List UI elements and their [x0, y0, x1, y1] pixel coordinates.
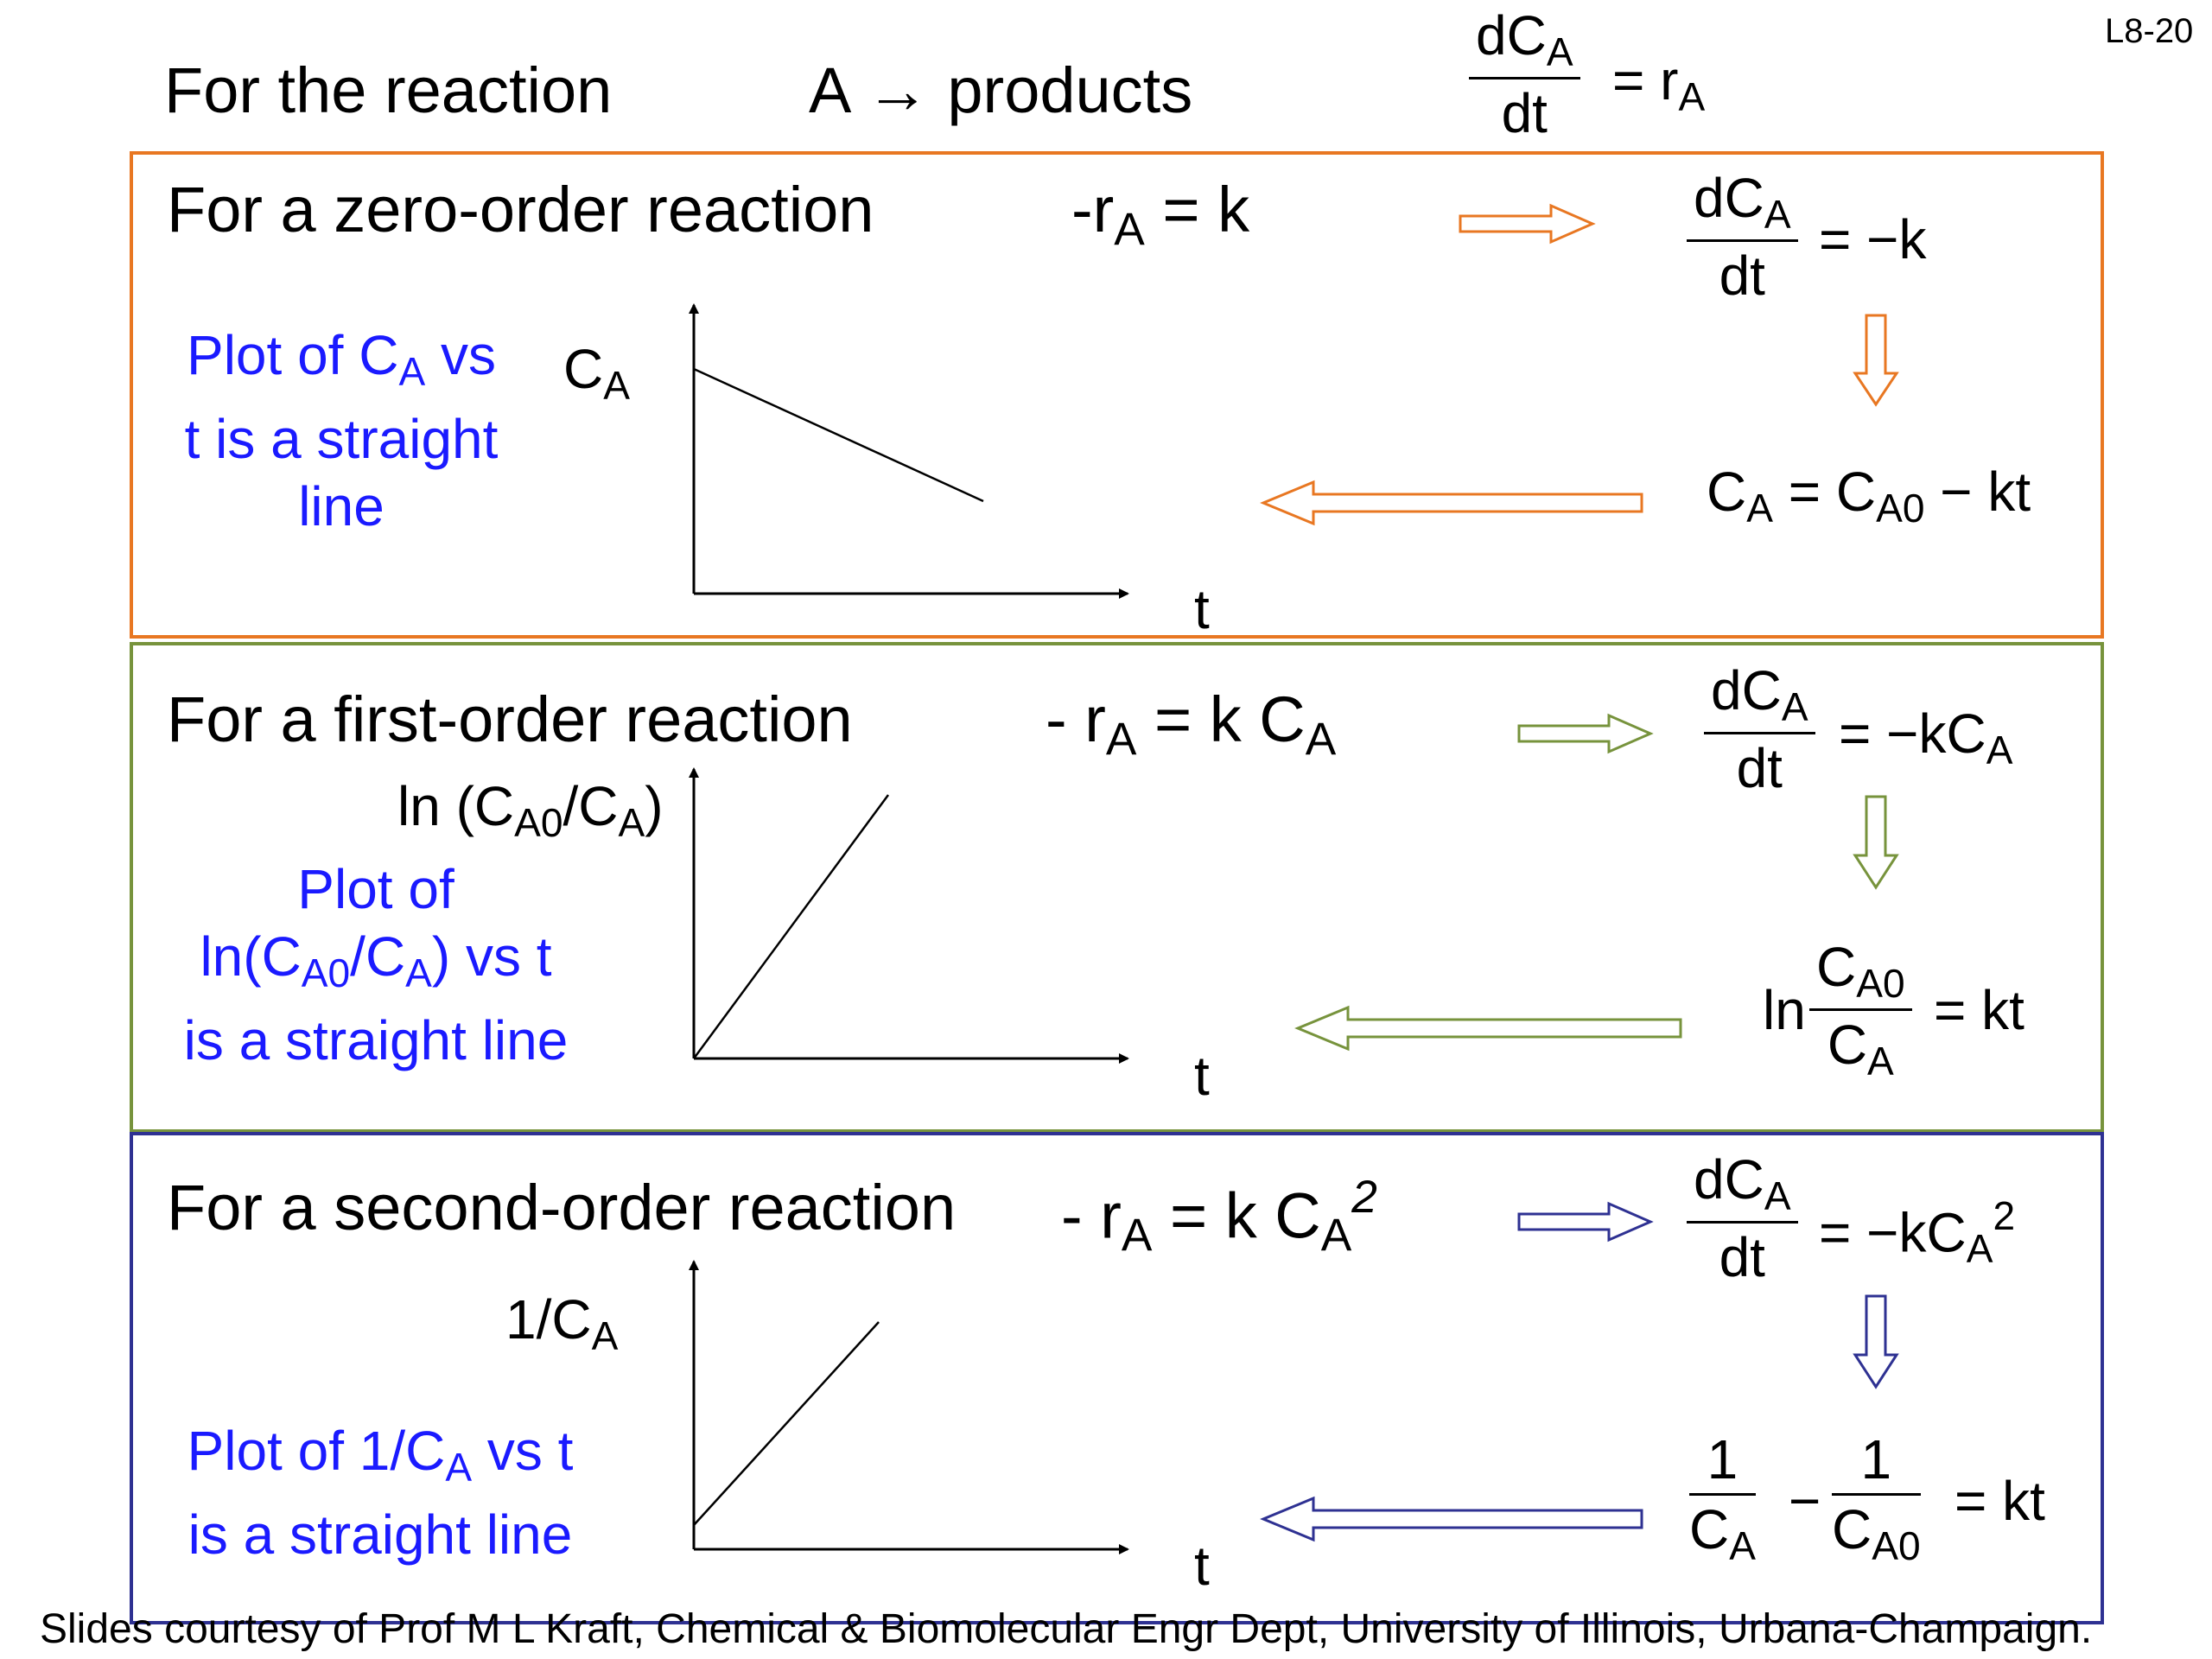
- zero-order-derivative-rhs: = −k: [1819, 208, 1927, 270]
- zero-order-rate-law: -rA = k: [1071, 174, 1250, 255]
- zero-order-integrated-law: CA = CA0 − kt: [1707, 461, 2031, 531]
- second-order-arrow-left-icon: [1260, 1496, 1643, 1542]
- zero-order-arrow-right-icon: [1459, 203, 1596, 245]
- footer-credit: Slides courtesy of Prof M L Kraft, Chemi…: [40, 1606, 2093, 1652]
- second-order-x-axis-label: t: [1194, 1535, 1210, 1597]
- second-order-fraction-1-over-ca: 1 CA: [1689, 1428, 1756, 1568]
- second-order-title: For a second-order reaction: [167, 1172, 957, 1243]
- second-order-arrow-down-icon: [1853, 1294, 1899, 1389]
- zero-order-title: For a zero-order reaction: [167, 174, 874, 245]
- header-reaction: A → products: [809, 54, 1192, 127]
- second-order-data-line: [693, 1321, 880, 1526]
- first-order-title: For a first-order reaction: [167, 683, 853, 755]
- second-order-panel: [130, 1132, 2104, 1624]
- first-order-plot: [689, 767, 1129, 1064]
- second-order-rate-law: - rA = k CA2: [1061, 1172, 1377, 1262]
- second-order-minus: −: [1789, 1470, 1821, 1532]
- zero-order-plot: [689, 303, 1129, 599]
- first-order-derivative: dCA dt: [1704, 658, 1815, 800]
- header-lead: For the reaction: [164, 54, 613, 126]
- zero-order-derivative: dCA dt: [1687, 166, 1798, 308]
- second-order-derivative: dCA dt: [1687, 1147, 1798, 1289]
- first-order-ln-label: ln: [1763, 979, 1806, 1041]
- second-order-y-axis-label: 1/CA: [505, 1288, 619, 1358]
- zero-order-arrow-down-icon: [1853, 314, 1899, 407]
- first-order-derivative-rhs: = −kCA: [1839, 702, 2013, 772]
- first-order-y-axis-label: ln (CA0/CA): [397, 775, 664, 845]
- reaction-products: products: [947, 54, 1193, 126]
- header-rate-fraction: dCA dt: [1469, 3, 1580, 145]
- zero-order-data-line: [693, 367, 984, 503]
- second-order-fraction-1-over-ca0: 1 CA0: [1832, 1428, 1921, 1568]
- first-order-data-line: [692, 794, 890, 1059]
- first-order-plot-note: Plot of ln(CA0/CA) vs t is a straight li…: [183, 858, 569, 1071]
- first-order-arrow-down-icon: [1853, 795, 1899, 890]
- zero-order-x-axis-label: t: [1194, 578, 1210, 640]
- first-order-rate-law: - rA = k CA: [1046, 683, 1337, 765]
- header-rate-rhs: = rA: [1612, 49, 1706, 119]
- second-order-derivative-rhs: = −kCA2: [1819, 1193, 2016, 1272]
- zero-order-y-axis-label: CA: [563, 338, 630, 408]
- second-order-arrow-right-icon: [1517, 1201, 1654, 1243]
- zero-order-panel: [130, 151, 2104, 639]
- second-order-plot-note: Plot of 1/CA vs t is a straight line: [187, 1420, 574, 1566]
- first-order-arrow-left-icon: [1294, 1005, 1682, 1052]
- second-order-integrated-rhs: = kt: [1955, 1470, 2045, 1532]
- reaction-arrow-icon: →: [865, 54, 930, 126]
- first-order-x-axis-label: t: [1194, 1045, 1210, 1107]
- second-order-plot: [689, 1260, 1129, 1554]
- zero-order-plot-note: Plot of CA vs t is a straight line: [184, 324, 499, 537]
- slide-number: L8-20: [2105, 12, 2194, 50]
- first-order-integrated-rhs: = kt: [1934, 979, 2024, 1041]
- first-order-arrow-right-icon: [1517, 713, 1654, 754]
- reactant-a: A: [809, 54, 849, 126]
- first-order-integrated-fraction: CA0 CA: [1809, 935, 1912, 1084]
- first-order-panel: [130, 642, 2104, 1133]
- zero-order-arrow-left-icon: [1260, 480, 1643, 526]
